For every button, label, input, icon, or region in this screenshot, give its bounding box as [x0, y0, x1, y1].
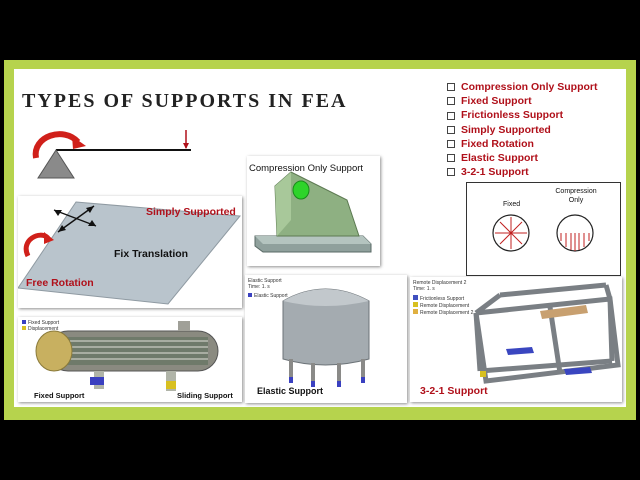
frame-header: Remote Displacement 2 — [413, 280, 467, 286]
compression-only-label: Compression Only Support — [249, 163, 364, 174]
hole-highlight — [292, 180, 310, 200]
sliding-support-label: Sliding Support — [177, 391, 233, 400]
circles-figure — [492, 214, 594, 252]
checkbox-icon — [447, 83, 455, 92]
fix-translation-label: Fix Translation — [114, 248, 189, 260]
frame-time: Time: 1. s — [413, 286, 435, 292]
tank-time: Time: 1. s — [248, 284, 270, 290]
list-item: Simply Supported — [447, 123, 598, 137]
vessel-panel: Fixed Support Displacement Fixed Support… — [18, 317, 242, 402]
tank-legend: Elastic Support — [248, 293, 288, 299]
tank-panel: Elastic Support Time: 1. s Elastic Suppo… — [245, 275, 407, 403]
checkbox-icon — [447, 139, 455, 148]
checkbox-icon — [447, 111, 455, 120]
frame-legend-b: Remote Displacement — [413, 302, 469, 309]
page-title: Types of Supports in FEA — [22, 90, 348, 112]
vessel-legend-displacement: Displacement — [22, 326, 58, 332]
list-item: Compression Only Support — [447, 80, 598, 94]
tank-header: Elastic Support — [248, 278, 282, 284]
fixed-circle-label: Fixed — [503, 201, 521, 208]
compression-only-panel: Compression Only Support — [247, 156, 380, 266]
compression-circle-label: Compression Only — [555, 188, 597, 204]
checkbox-icon — [447, 125, 455, 134]
list-item: Elastic Support — [447, 151, 598, 165]
circles-panel: Fixed Compression Only — [466, 182, 621, 276]
support-list: Compression Only Support Fixed Support F… — [447, 80, 598, 179]
beam-diagram — [32, 130, 191, 179]
elastic-support-label: Elastic Support — [257, 386, 324, 396]
vessel-legend-fixed: Fixed Support — [22, 320, 59, 326]
list-item: Fixed Rotation — [447, 137, 598, 151]
plate-figure — [18, 201, 241, 305]
three-two-one-support-label: 3-2-1 Support — [420, 385, 488, 397]
checkbox-icon — [447, 168, 455, 177]
checkbox-icon — [447, 154, 455, 163]
frame-panel: Remote Displacement 2 Time: 1. s Frictio… — [410, 277, 622, 402]
tank-figure — [282, 288, 370, 387]
list-item: Fixed Support — [447, 94, 598, 108]
frame-figure — [473, 282, 621, 384]
pin-support-icon — [37, 149, 75, 179]
list-item: Frictionless Support — [447, 108, 598, 122]
frame-legend-c: Remote Displacement 2 — [413, 309, 473, 316]
bracket-figure — [254, 171, 372, 253]
list-item: 3-2-1 Support — [447, 165, 598, 179]
fixed-support-label: Fixed Support — [34, 391, 85, 400]
checkbox-icon — [447, 97, 455, 106]
vessel-figure — [35, 321, 219, 391]
free-rotation-label: Free Rotation — [26, 277, 94, 289]
simply-supported-panel: Simply Supported Fix Translation Free Ro… — [18, 196, 242, 308]
frame-legend-a: Frictionless Support — [413, 295, 464, 302]
simply-supported-label: Simply Supported — [146, 206, 236, 218]
